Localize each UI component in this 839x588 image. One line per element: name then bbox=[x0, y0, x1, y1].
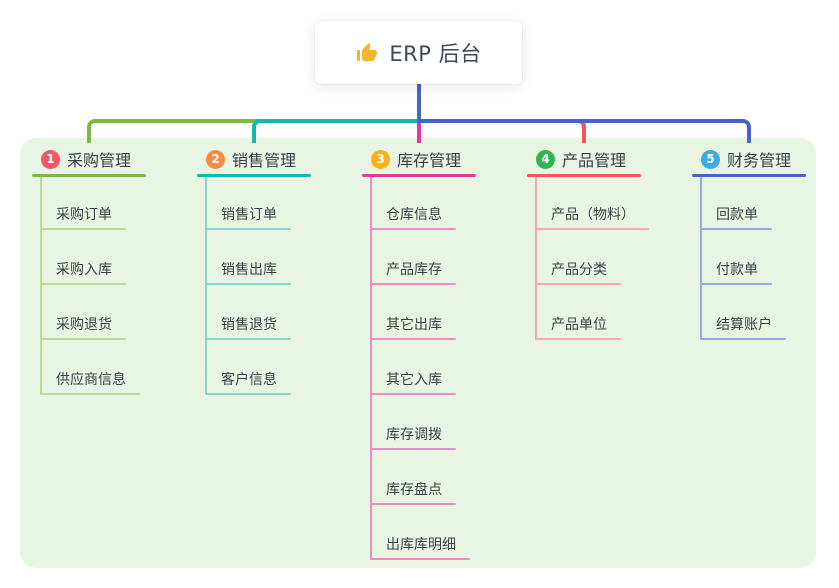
branch-4-underline bbox=[527, 174, 641, 177]
child-node-label[interactable]: 产品库存 bbox=[386, 262, 442, 278]
child-node-underline bbox=[205, 228, 291, 230]
child-node-underline bbox=[370, 228, 456, 230]
branch-4-title[interactable]: 产品管理 bbox=[562, 151, 627, 170]
child-node-underline bbox=[370, 393, 456, 395]
child-node-underline bbox=[535, 338, 621, 340]
edge-branch-3 bbox=[417, 121, 421, 143]
child-node-label[interactable]: 其它入库 bbox=[386, 372, 442, 388]
child-node-underline bbox=[700, 338, 786, 340]
branch-2-child-line bbox=[205, 177, 207, 395]
edge-branch-2 bbox=[252, 119, 421, 143]
child-node-label[interactable]: 结算账户 bbox=[716, 317, 772, 333]
branch-3-badge-icon: 3 bbox=[371, 149, 390, 169]
thumbs-up-icon bbox=[357, 42, 378, 61]
branch-2-badge-icon: 2 bbox=[206, 149, 225, 169]
child-node-label[interactable]: 销售出库 bbox=[221, 262, 277, 278]
branch-1-header[interactable]: 1 采购管理 bbox=[32, 148, 131, 170]
branch-1-child-line bbox=[40, 177, 42, 395]
branch-4-child-line bbox=[535, 177, 537, 340]
child-node-underline bbox=[40, 228, 126, 230]
child-node-label[interactable]: 出库库明细 bbox=[386, 537, 456, 553]
child-node-label[interactable]: 回款单 bbox=[716, 207, 758, 223]
branch-1-underline bbox=[32, 174, 146, 177]
child-node-underline bbox=[205, 338, 291, 340]
branches-panel bbox=[20, 138, 816, 568]
child-node-label[interactable]: 产品（物料） bbox=[551, 207, 635, 223]
child-node-underline bbox=[535, 283, 621, 285]
child-node-label[interactable]: 库存调拨 bbox=[386, 427, 442, 443]
child-node-label[interactable]: 供应商信息 bbox=[56, 372, 126, 388]
child-node-underline bbox=[40, 338, 126, 340]
root-node[interactable]: ERP 后台 bbox=[315, 21, 522, 84]
child-node-underline bbox=[40, 283, 126, 285]
branch-5-child-line bbox=[700, 177, 702, 340]
branch-5-header[interactable]: 5 财务管理 bbox=[692, 148, 791, 170]
child-node-label[interactable]: 采购退货 bbox=[56, 317, 112, 333]
child-node-label[interactable]: 采购入库 bbox=[56, 262, 112, 278]
root-node-title: ERP 后台 bbox=[389, 41, 482, 66]
child-node-underline bbox=[535, 228, 649, 230]
child-node-label[interactable]: 销售退货 bbox=[221, 317, 277, 333]
child-node-underline bbox=[370, 338, 456, 340]
child-node-label[interactable]: 客户信息 bbox=[221, 372, 277, 388]
edge-root bbox=[417, 84, 421, 123]
child-node-underline bbox=[700, 228, 772, 230]
child-node-underline bbox=[370, 503, 456, 505]
branch-3-child-line bbox=[370, 177, 372, 560]
branch-2-title[interactable]: 销售管理 bbox=[232, 151, 297, 170]
child-node-underline bbox=[370, 558, 470, 560]
branch-3-underline bbox=[362, 174, 476, 177]
child-node-underline bbox=[370, 283, 456, 285]
child-node-label[interactable]: 产品分类 bbox=[551, 262, 607, 278]
child-node-underline bbox=[40, 393, 140, 395]
branch-2-header[interactable]: 2 销售管理 bbox=[197, 148, 296, 170]
branch-2-underline bbox=[197, 174, 311, 177]
branch-3-title[interactable]: 库存管理 bbox=[397, 151, 462, 170]
branch-1-badge-icon: 1 bbox=[41, 149, 60, 169]
child-node-label[interactable]: 采购订单 bbox=[56, 207, 112, 223]
child-node-underline bbox=[205, 283, 291, 285]
child-node-underline bbox=[700, 283, 772, 285]
child-node-label[interactable]: 仓库信息 bbox=[386, 207, 442, 223]
child-node-underline bbox=[370, 448, 456, 450]
edge-branch-5 bbox=[417, 119, 751, 143]
child-node-label[interactable]: 付款单 bbox=[716, 262, 758, 278]
child-node-label[interactable]: 库存盘点 bbox=[386, 482, 442, 498]
child-node-underline bbox=[205, 393, 291, 395]
branch-5-underline bbox=[692, 174, 806, 177]
branch-5-badge-icon: 5 bbox=[701, 149, 720, 169]
branch-4-badge-icon: 4 bbox=[536, 149, 555, 169]
branch-3-header[interactable]: 3 库存管理 bbox=[362, 148, 461, 170]
branch-4-header[interactable]: 4 产品管理 bbox=[527, 148, 626, 170]
branch-1-title[interactable]: 采购管理 bbox=[67, 151, 132, 170]
branch-5-title[interactable]: 财务管理 bbox=[727, 151, 792, 170]
child-node-label[interactable]: 销售订单 bbox=[221, 207, 277, 223]
child-node-label[interactable]: 其它出库 bbox=[386, 317, 442, 333]
child-node-label[interactable]: 产品单位 bbox=[551, 317, 607, 333]
